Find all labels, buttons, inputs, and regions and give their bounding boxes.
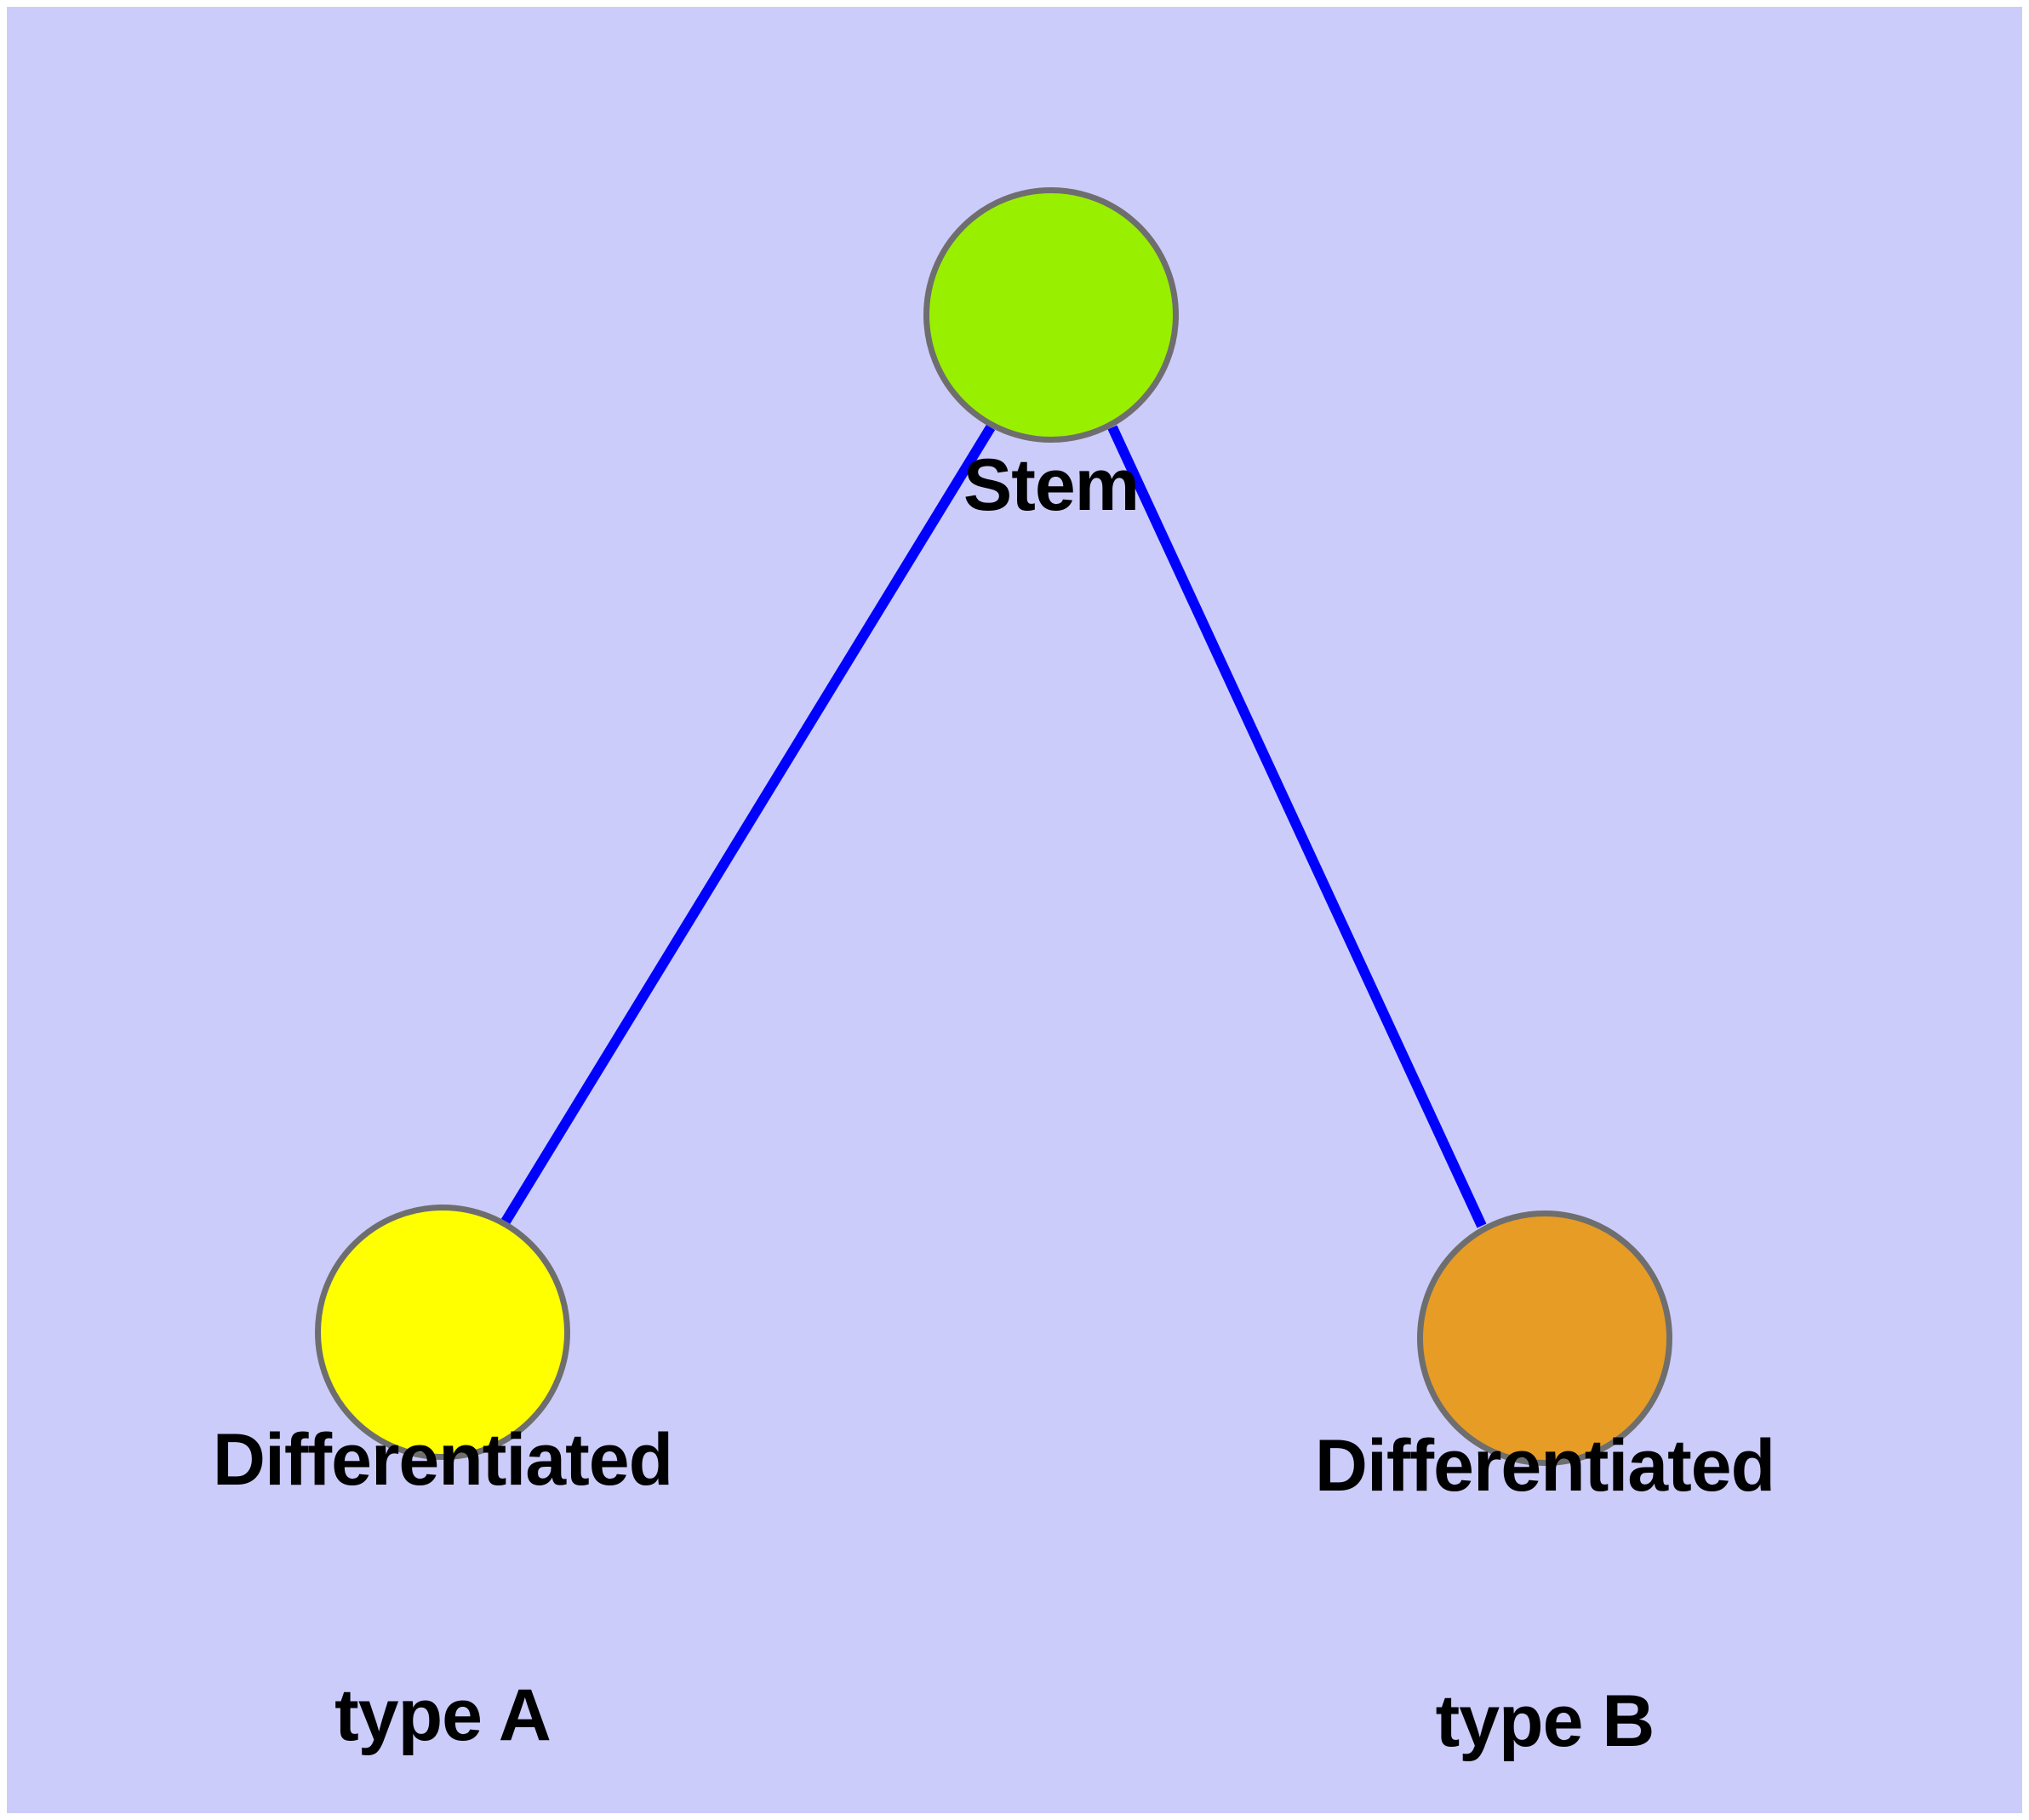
node-differentiated-type-a-circle[interactable] — [315, 1205, 570, 1460]
node-differentiated-type-b-circle[interactable] — [1417, 1210, 1672, 1466]
edge-layer — [500, 424, 1487, 1228]
edge-stem-to-diff-a — [500, 424, 996, 1225]
node-layer — [315, 187, 1672, 1466]
edge-stem-to-diff-b — [1107, 425, 1487, 1228]
node-stem-circle[interactable] — [923, 187, 1179, 443]
